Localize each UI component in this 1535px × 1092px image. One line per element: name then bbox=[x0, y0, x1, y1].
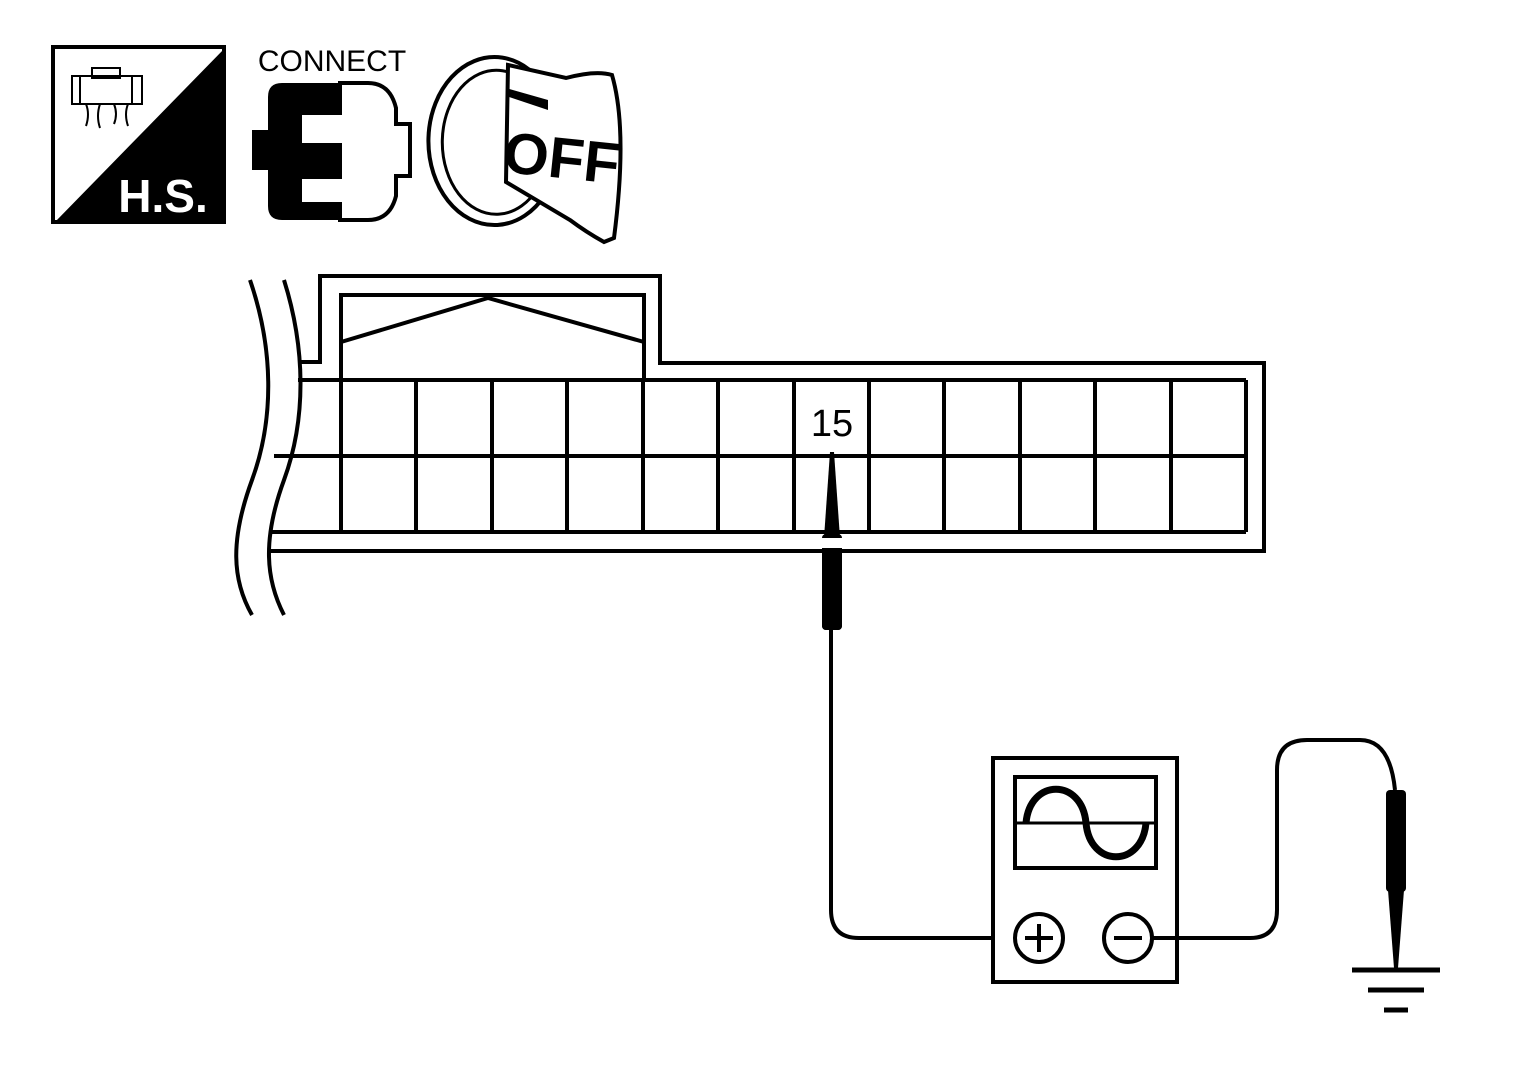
connect-icon: CONNECT bbox=[252, 45, 412, 222]
terminal-15-label: 15 bbox=[811, 403, 853, 445]
connector-housing-inner bbox=[339, 293, 646, 380]
negative-terminal-icon bbox=[1102, 912, 1154, 964]
connector-plug-icon bbox=[252, 83, 340, 220]
connector-socket-icon bbox=[298, 81, 412, 222]
ground-symbol-icon bbox=[1352, 967, 1440, 1013]
ignition-off-icon: OFF bbox=[426, 55, 623, 245]
connector-body bbox=[234, 274, 1266, 616]
break-line-inner bbox=[267, 279, 303, 616]
ground-probe bbox=[1386, 790, 1406, 968]
connector-sketch-icon bbox=[71, 67, 143, 129]
connector-housing-outer bbox=[268, 274, 1266, 553]
harness-side-icon: H.S. bbox=[51, 45, 226, 224]
ignition-key-icon bbox=[503, 62, 623, 245]
connect-label: CONNECT bbox=[258, 45, 406, 78]
positive-probe bbox=[806, 452, 866, 630]
positive-terminal-icon bbox=[1013, 912, 1065, 964]
sine-wave-icon bbox=[1022, 785, 1150, 861]
harness-side-label: H.S. bbox=[118, 170, 207, 222]
ignition-off-label: OFF bbox=[501, 120, 623, 197]
break-line-outer bbox=[234, 279, 271, 616]
terminal-15: 15 bbox=[806, 394, 858, 450]
oscilloscope-meter bbox=[991, 756, 1179, 984]
positive-lead-wire bbox=[829, 630, 1014, 940]
terminal-cavity-grid bbox=[414, 380, 1173, 532]
connector-latch bbox=[340, 295, 645, 344]
negative-lead-wire bbox=[1152, 738, 1397, 940]
